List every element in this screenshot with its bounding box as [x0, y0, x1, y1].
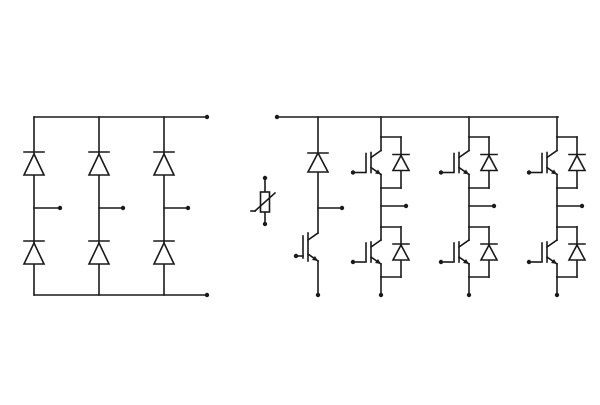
rectifier-leg-1	[22, 116, 63, 296]
gate-terminal-leg1-high	[350, 170, 356, 175]
rectifier-dc-minus-terminal	[204, 292, 210, 298]
ntc-terminal-top	[262, 175, 268, 181]
gate-terminal-leg2-low	[438, 259, 444, 265]
diode-icon	[306, 151, 330, 173]
phase-output-terminal-2	[491, 203, 497, 209]
gate-terminal-leg2-high	[438, 170, 444, 175]
emitter-terminal-3	[554, 292, 560, 298]
ntc-terminal-bottom	[262, 221, 268, 227]
igbt-with-diode-icon	[352, 226, 411, 278]
brake-gate-terminal	[293, 253, 299, 259]
rectifier-bridge	[22, 114, 210, 298]
igbt-with-diode-icon	[528, 136, 587, 189]
ac-input-terminal-3	[185, 205, 191, 211]
phase-output-terminal-3	[579, 203, 585, 209]
gate-terminal-leg3-low	[526, 259, 532, 265]
brake-output-terminal	[339, 205, 345, 211]
inverter-section	[274, 114, 587, 298]
diode-icon	[152, 151, 176, 176]
rectifier-dc-plus-terminal	[204, 114, 210, 120]
igbt-icon	[295, 231, 320, 296]
diode-icon	[87, 240, 111, 265]
igbt-with-diode-icon	[352, 136, 411, 189]
inverter-legs	[350, 116, 587, 298]
ntc-thermistor-icon	[250, 175, 277, 227]
diode-icon	[22, 240, 46, 265]
emitter-terminal-2	[466, 292, 472, 298]
brake-chopper	[293, 116, 345, 298]
ac-input-terminal-2	[120, 205, 126, 211]
diode-icon	[22, 151, 46, 176]
phase-output-terminal-1	[403, 203, 409, 209]
diode-icon	[152, 240, 176, 265]
inverter-leg-3	[526, 116, 587, 298]
gate-terminal-leg3-high	[526, 170, 532, 175]
igbt-with-diode-icon	[440, 136, 499, 189]
inverter-leg-2	[438, 116, 499, 298]
rectifier-leg-2	[87, 116, 126, 296]
igbt-with-diode-icon	[528, 226, 587, 278]
diode-icon	[87, 151, 111, 176]
igbt-with-diode-icon	[440, 226, 499, 278]
brake-emitter-terminal	[315, 292, 321, 298]
gate-terminal-leg1-low	[350, 259, 356, 265]
ac-input-terminal-1	[57, 205, 63, 211]
emitter-terminal-1	[378, 292, 384, 298]
rectifier-leg-3	[152, 116, 191, 296]
inverter-leg-1	[350, 116, 411, 298]
